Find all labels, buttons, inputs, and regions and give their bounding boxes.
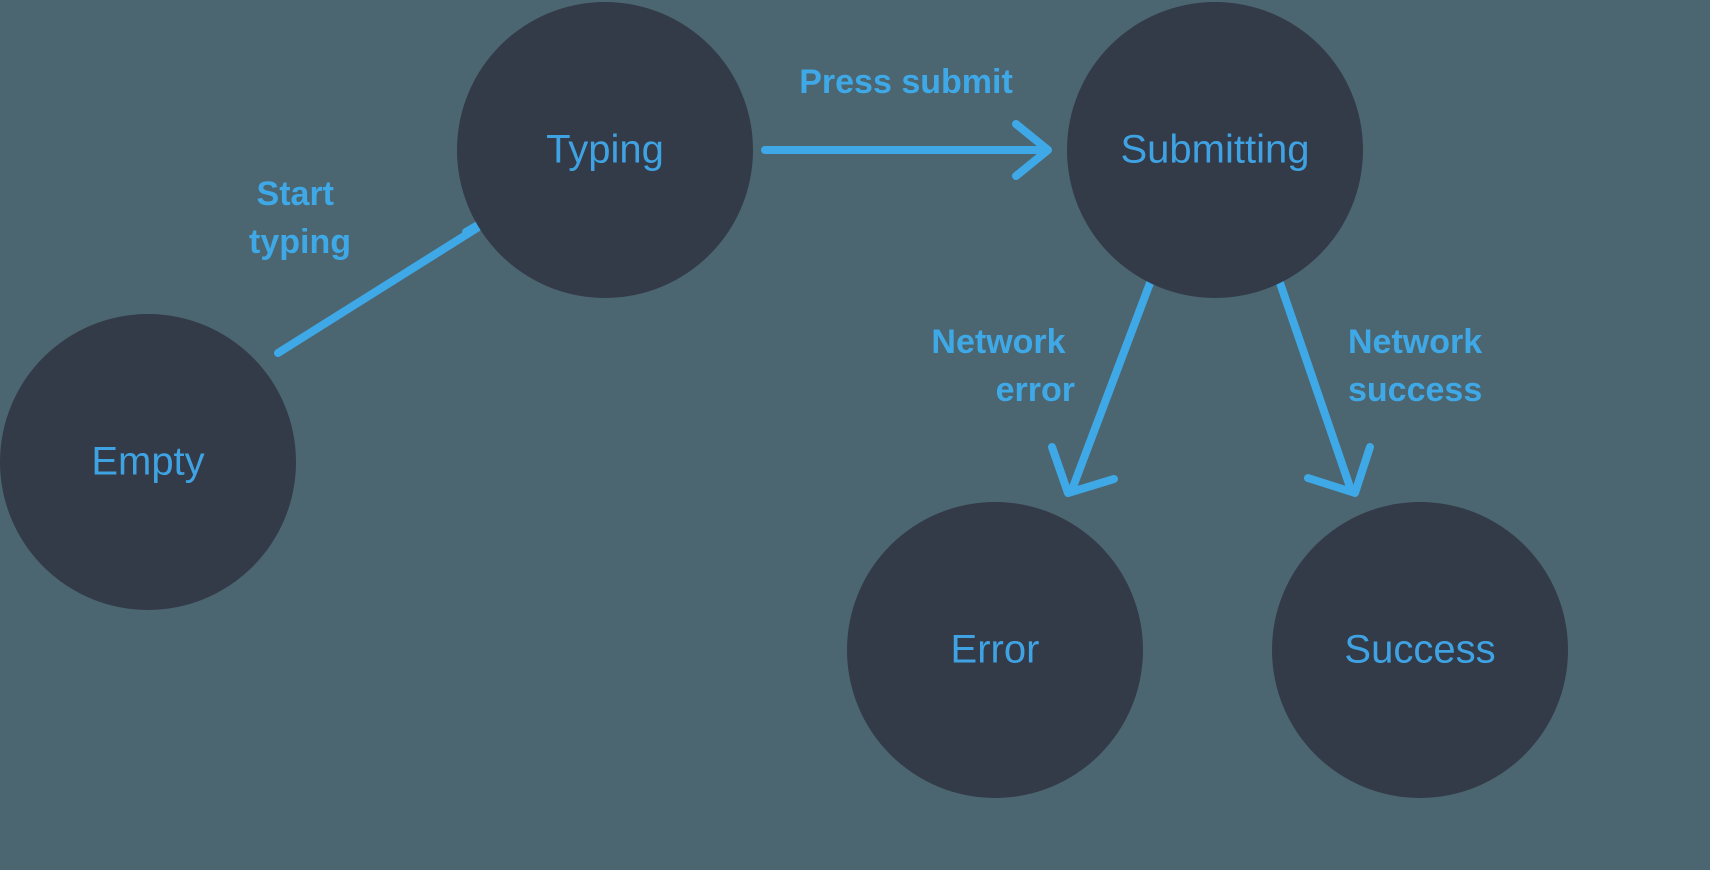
transition-network-error-arrowhead [1048, 443, 1118, 497]
state-node-error-circle[interactable] [847, 502, 1143, 798]
transition-start-typing-line [274, 224, 481, 357]
transition-start-typing-label: Start typing [249, 175, 351, 261]
transition-press-submit: Press submit [761, 63, 1052, 180]
state-node-submitting-label: Submitting [1121, 128, 1310, 172]
transition-network-error-line [1069, 279, 1154, 491]
state-node-submitting-circle[interactable] [1067, 2, 1363, 298]
state-node-typing-circle[interactable] [457, 2, 753, 298]
state-node-success-label: Success [1344, 628, 1495, 672]
transition-press-submit-arrowhead [1012, 120, 1052, 180]
transition-network-success: Network success [1276, 279, 1492, 497]
state-node-empty-circle[interactable] [0, 314, 296, 610]
transition-press-submit-label: Press submit [799, 63, 1013, 101]
state-node-success[interactable]: Success [1272, 502, 1568, 798]
state-node-empty[interactable]: Empty [0, 314, 296, 610]
state-node-success-circle[interactable] [1272, 502, 1568, 798]
state-node-typing-label: Typing [546, 128, 664, 172]
state-node-error-label: Error [951, 628, 1040, 672]
transition-network-error-label: Network error [931, 323, 1075, 409]
transition-network-success-line [1276, 279, 1354, 491]
transition-network-success-label: Network success [1348, 323, 1492, 409]
transition-network-error: Network error [931, 279, 1154, 497]
state-node-typing[interactable]: Typing [457, 2, 753, 298]
state-node-error[interactable]: Error [847, 502, 1143, 798]
transition-network-success-arrowhead [1304, 443, 1374, 497]
state-node-empty-label: Empty [91, 440, 204, 484]
transition-start-typing: Start typing [249, 175, 489, 357]
state-node-submitting[interactable]: Submitting [1067, 2, 1363, 298]
